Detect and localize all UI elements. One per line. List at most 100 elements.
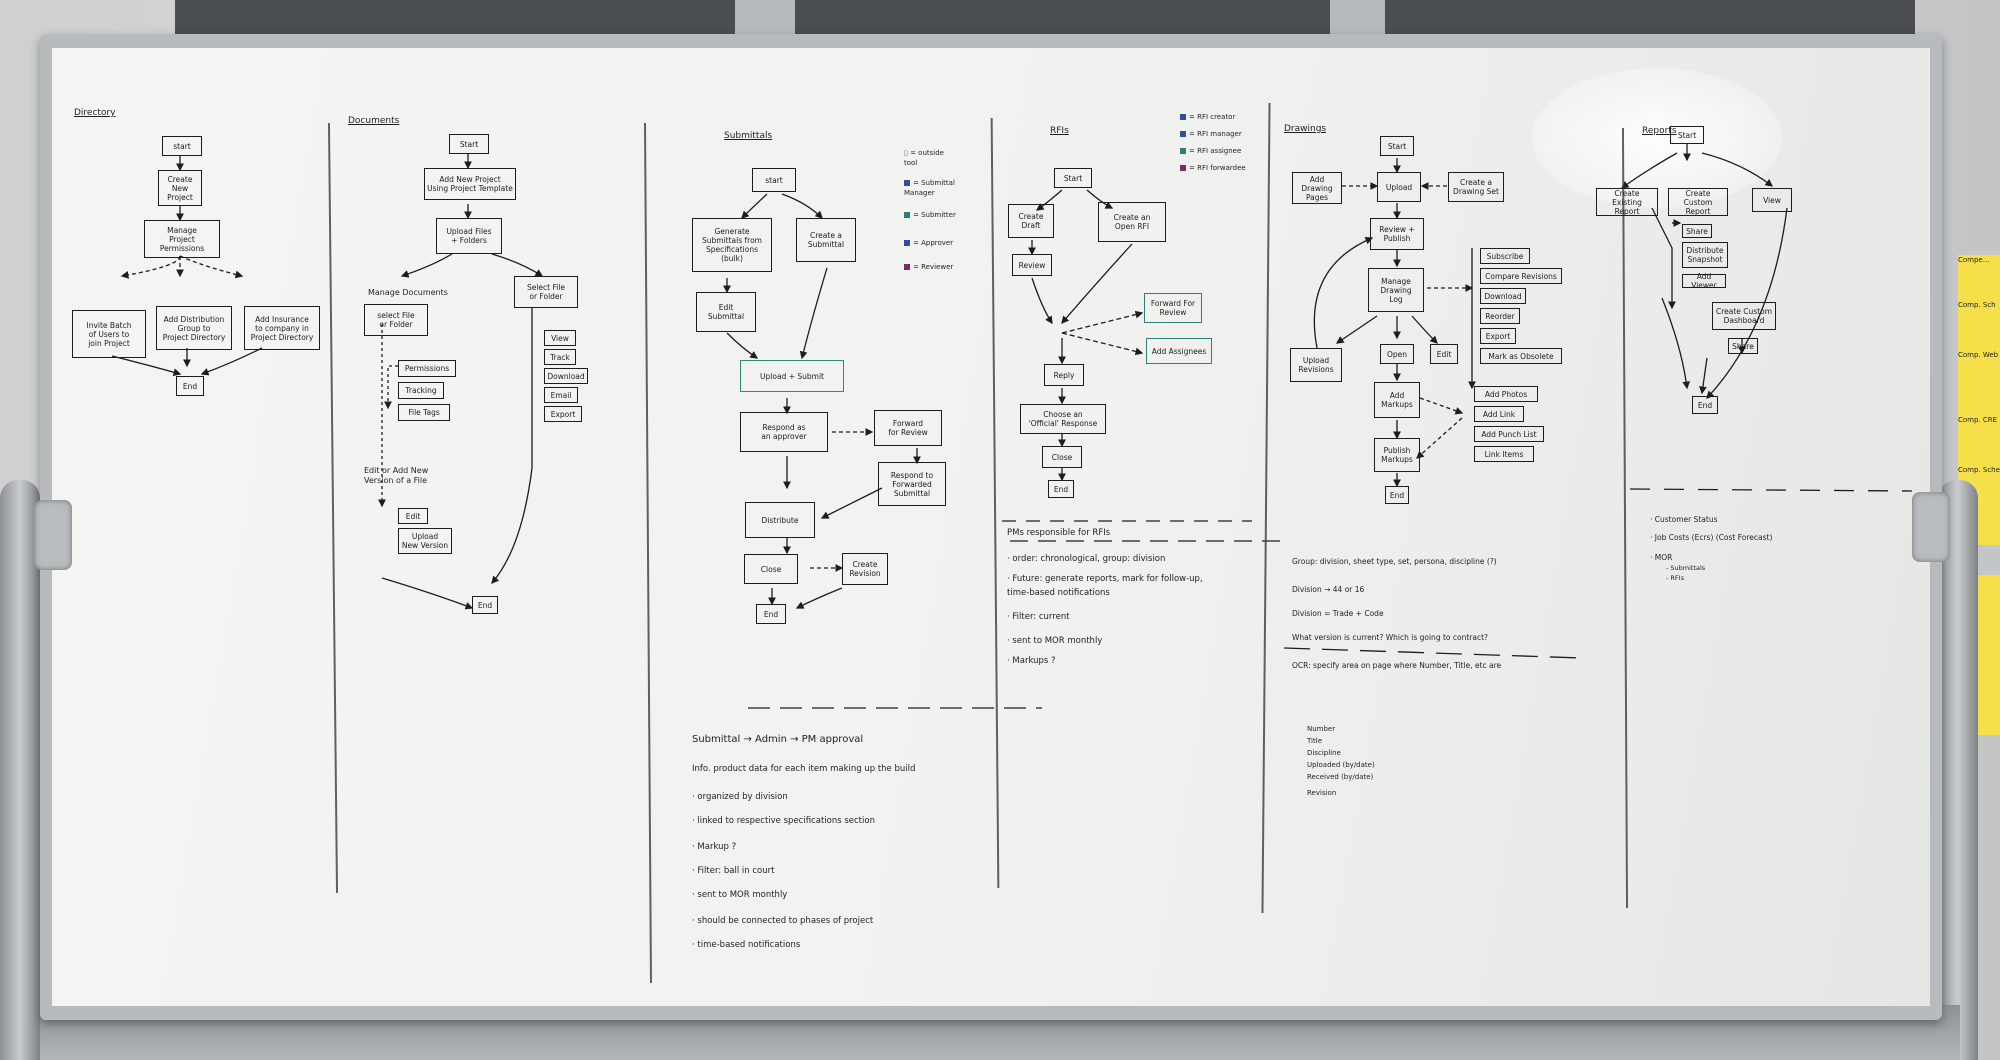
node-create-drawing-set: Create a Drawing Set xyxy=(1448,172,1504,202)
submittals-note: Info. product data for each item making … xyxy=(692,764,916,774)
label-edit-version: Edit or Add New Version of a File xyxy=(364,466,429,485)
node-reply: Reply xyxy=(1044,364,1084,386)
node-publish-markups: Publish Markups xyxy=(1374,438,1420,472)
column-divider xyxy=(327,123,339,893)
node-official-response: Choose an 'Official' Response xyxy=(1020,404,1106,434)
drawings-note: Group: division, sheet type, set, person… xyxy=(1292,557,1497,566)
legend-reviewer: = Reviewer xyxy=(904,262,953,272)
stand-post-right xyxy=(1938,480,1978,1060)
node-review-publish: Review + Publish xyxy=(1370,218,1424,250)
node-edit: Edit xyxy=(1430,344,1458,364)
node-permissions: Permissions xyxy=(398,360,456,377)
node-mark-obsolete: Mark as Obsolete xyxy=(1480,348,1562,364)
node-email: Email xyxy=(544,387,578,403)
section-title-drawings: Drawings xyxy=(1284,124,1327,134)
section-title-submittals: Submittals xyxy=(724,131,773,141)
node-respond-forwarded: Respond to Forwarded Submittal xyxy=(878,462,946,506)
submittals-note: · linked to respective specifications se… xyxy=(692,816,875,826)
node-end: End xyxy=(756,604,786,624)
column-divider xyxy=(1261,103,1271,913)
sticky-note: Comp. Web xyxy=(1958,350,2000,420)
node-upload-revisions: Upload Revisions xyxy=(1290,348,1342,382)
column-divider xyxy=(990,118,1000,888)
label-manage-documents: Manage Documents xyxy=(368,288,448,297)
node-add-distribution: Add Distribution Group to Project Direct… xyxy=(156,306,232,350)
legend-marker xyxy=(904,180,910,186)
submittals-note: · Markup ? xyxy=(692,842,737,852)
node-edit: Edit xyxy=(398,508,428,524)
rfi-legend-assignee: = RFI assignee xyxy=(1180,146,1241,156)
node-generate-submittals: Generate Submittals from Specifications … xyxy=(692,218,772,272)
node-end: End xyxy=(472,596,498,614)
legend-marker xyxy=(904,212,910,218)
node-track: Track xyxy=(544,349,576,365)
node-subscribe: Subscribe xyxy=(1480,248,1530,264)
node-upload-files: Upload Files + Folders xyxy=(436,218,502,254)
node-end: End xyxy=(176,376,204,396)
drawings-field: Uploaded (by/date) xyxy=(1307,761,1375,769)
board-clamp-left xyxy=(34,500,72,570)
rfi-note: PMs responsible for RFIs xyxy=(1007,528,1111,538)
node-manage-drawing-log: Manage Drawing Log xyxy=(1368,268,1424,312)
legend-label: = RFI forwardee xyxy=(1189,164,1246,172)
rfi-note: · sent to MOR monthly xyxy=(1007,636,1103,646)
reports-note: · Job Costs (Ecrs) (Cost Forecast) xyxy=(1650,533,1773,542)
node-add-photos: Add Photos xyxy=(1474,386,1538,402)
legend-label: = Approver xyxy=(913,239,954,247)
legend-marker: ▯ xyxy=(904,149,908,157)
light-glare xyxy=(1532,68,1782,208)
node-download: Download xyxy=(544,368,588,384)
legend-label: = Submitter xyxy=(913,211,956,219)
node-end: End xyxy=(1385,486,1409,504)
node-open: Open xyxy=(1380,344,1414,364)
node-review: Review xyxy=(1012,254,1052,276)
node-end: End xyxy=(1048,480,1074,498)
node-select-file-left: select File or Folder xyxy=(364,304,428,336)
node-distribute-snapshot: Distribute Snapshot xyxy=(1682,242,1728,268)
drawings-field: Received (by/date) xyxy=(1307,773,1374,781)
node-add-insurance: Add Insurance to company in Project Dire… xyxy=(244,306,320,350)
node-respond-approver: Respond as an approver xyxy=(740,412,828,452)
rfi-separator xyxy=(1002,520,1252,522)
node-start: Start xyxy=(449,134,489,154)
node-create-open-rfi: Create an Open RFI xyxy=(1098,202,1166,242)
submittals-note: · organized by division xyxy=(692,792,788,802)
node-close: Close xyxy=(1042,446,1082,468)
legend-label: = RFI creator xyxy=(1189,113,1236,121)
legend-manager: = Submittal Manager xyxy=(904,178,955,198)
drawings-note: OCR: specify area on page where Number, … xyxy=(1292,661,1502,670)
whiteboard: Directory start Create New Project Manag… xyxy=(52,48,1930,1006)
drawings-field: Revision xyxy=(1307,789,1337,797)
node-export: Export xyxy=(1480,328,1516,344)
node-invite-users: Invite Batch of Users to join Project xyxy=(72,310,146,358)
node-upload: Upload xyxy=(1377,172,1421,202)
node-download: Download xyxy=(1480,288,1526,304)
node-add-viewer: Add Viewer xyxy=(1682,272,1726,290)
node-tracking: Tracking xyxy=(398,382,444,399)
legend-marker xyxy=(904,240,910,246)
node-link-items: Link Items xyxy=(1474,446,1534,462)
reports-sub-note: - Submittals xyxy=(1666,564,1706,572)
legend-label: = Reviewer xyxy=(913,263,954,271)
submittals-flow-note: Submittal → Admin → PM approval xyxy=(692,734,864,745)
legend-label: = RFI assignee xyxy=(1189,147,1242,155)
node-manage-permissions: Manage Project Permissions xyxy=(144,220,220,258)
rfi-legend-forwardee: = RFI forwardee xyxy=(1180,163,1246,173)
node-start: start xyxy=(162,136,202,156)
node-upload-version: Upload New Version xyxy=(398,528,452,554)
node-create-draft: Create Draft xyxy=(1008,204,1054,238)
node-edit-submittal: Edit Submittal xyxy=(696,292,756,332)
section-title-reports: Reports xyxy=(1642,126,1677,136)
drawings-field: Number xyxy=(1307,725,1336,733)
node-start: Start xyxy=(1380,136,1414,156)
legend-marker xyxy=(1180,148,1186,154)
node-add-project-template: Add New Project Using Project Template xyxy=(424,168,516,200)
legend-marker xyxy=(904,264,910,270)
drawings-field: Discipline xyxy=(1307,749,1341,757)
board-clamp-right xyxy=(1912,492,1950,562)
node-forward-review: Forward for Review xyxy=(874,410,942,446)
drawings-note: What version is current? Which is going … xyxy=(1292,633,1489,642)
legend-label: = RFI manager xyxy=(1189,130,1242,138)
whiteboard-frame: Directory start Create New Project Manag… xyxy=(40,34,1942,1020)
column-divider xyxy=(643,123,653,983)
